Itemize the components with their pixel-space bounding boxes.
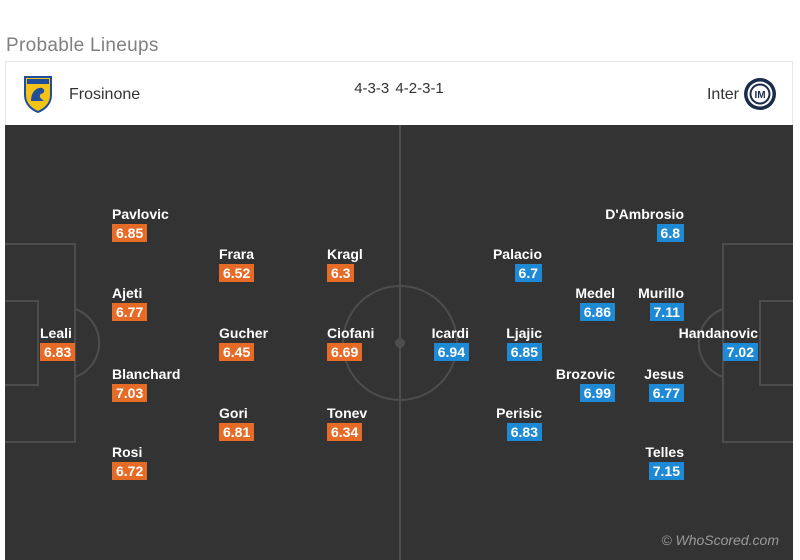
away-formation: 4-2-3-1 [395,80,444,97]
player-name: Tonev [327,405,368,421]
player-rating-badge: 7.11 [649,303,684,321]
teams-header: Frosinone 4-3-3 4-2-3-1 Inter IM [5,61,793,125]
player-rating-badge: 6.7 [514,264,542,282]
player-name: Rosi [112,444,143,460]
player-rating-badge: 6.85 [112,224,148,242]
player-name: Handanovic [678,325,758,341]
player-name: Jesus [644,366,684,382]
player-name: Ciofani [327,325,375,341]
player-name: Blanchard [112,366,181,382]
player-name: Perisic [496,405,542,421]
pitch-markings [5,125,793,560]
player-rating-badge: 6.77 [648,384,684,402]
player-name: Leali [40,325,72,341]
player-name: D'Ambrosio [605,206,684,222]
player-name: Medel [575,285,615,301]
player-name: Ljajic [506,325,542,341]
home-formation: 4-3-3 [354,80,390,97]
player-name: Palacio [492,246,542,262]
player-name: Ajeti [112,285,143,301]
away-team-name[interactable]: Inter [706,86,739,103]
player-rating-badge: 6.52 [219,264,255,282]
player-rating-badge: 6.85 [506,343,542,361]
svg-text:IM: IM [754,90,765,101]
home-team-name[interactable]: Frosinone [69,86,141,103]
player-rating-badge: 6.8 [656,224,684,242]
player-name: Murillo [638,285,684,301]
player-name: Brozovic [555,366,615,382]
player-name: Gori [219,405,248,421]
inter-crest-icon[interactable]: IM [743,77,777,111]
player-rating-badge: 6.94 [433,343,469,361]
player-rating-badge: 6.99 [579,384,615,402]
player-rating-badge: 6.77 [112,303,148,321]
player-rating-badge: 6.83 [506,423,542,441]
player-rating-badge: 6.45 [219,343,255,361]
player-rating-badge: 6.34 [327,423,363,441]
formations: 4-3-3 4-2-3-1 [6,80,792,97]
player-name: Frara [219,246,255,262]
player-name: Kragl [327,246,363,262]
player-rating-badge: 6.81 [219,423,255,441]
player-rating-badge: 7.15 [648,462,684,480]
player-rating-badge: 7.03 [112,384,148,402]
player-rating-badge: 6.69 [327,343,363,361]
player-rating-badge: 7.02 [722,343,758,361]
player-rating-badge: 6.3 [327,264,355,282]
player-name: Icardi [431,325,469,341]
player-rating-badge: 6.72 [112,462,148,480]
frosinone-crest-icon[interactable] [23,75,53,113]
player-name: Telles [645,444,684,460]
page-title: Probable Lineups [6,35,159,56]
player-name: Gucher [219,325,269,341]
player-rating-badge: 6.83 [40,343,76,361]
player-name: Pavlovic [112,206,169,222]
player-rating-badge: 6.86 [579,303,615,321]
watermark: © WhoScored.com [661,532,779,548]
